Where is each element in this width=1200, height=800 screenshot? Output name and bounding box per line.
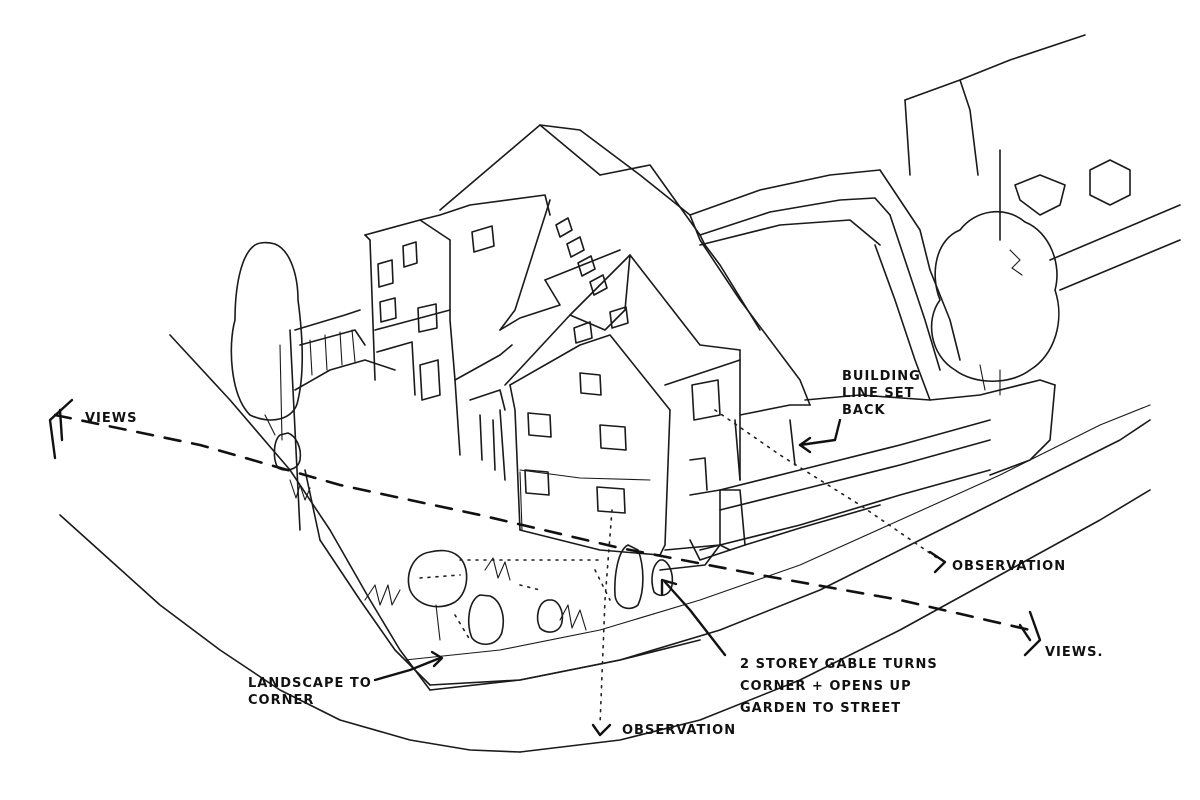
background-buildings <box>904 34 1181 291</box>
label-building-line-1: BUILDING <box>842 369 921 384</box>
driveway <box>279 309 396 441</box>
views-axis <box>48 398 1042 657</box>
label-building-line-3: BACK <box>842 403 886 418</box>
label-building-line-2: LINE SET <box>842 386 915 401</box>
tree-right <box>930 210 1060 396</box>
leader-arrows <box>373 418 842 682</box>
label-landscape-1: LANDSCAPE TO <box>248 676 372 691</box>
front-garden <box>319 539 701 686</box>
label-observation-bottom: OBSERVATION <box>622 723 736 738</box>
label-gable-1: 2 STOREY GABLE TURNS <box>740 657 938 672</box>
rear-garden <box>689 169 1056 551</box>
label-gable-3: GARDEN TO STREET <box>740 701 901 716</box>
label-views-right: VIEWS. <box>1045 645 1103 660</box>
tree-left <box>230 241 321 541</box>
boundary-walls <box>659 489 881 571</box>
annotations: VIEWS VIEWS. BUILDING LINE SET BACK OBSE… <box>85 369 1103 738</box>
label-views-left: VIEWS <box>85 411 137 426</box>
observation-lines <box>591 409 947 737</box>
house <box>364 124 811 556</box>
label-gable-2: CORNER + OPENS UP <box>740 679 912 694</box>
label-observation-right: OBSERVATION <box>952 559 1066 574</box>
label-landscape-2: CORNER <box>248 693 314 708</box>
